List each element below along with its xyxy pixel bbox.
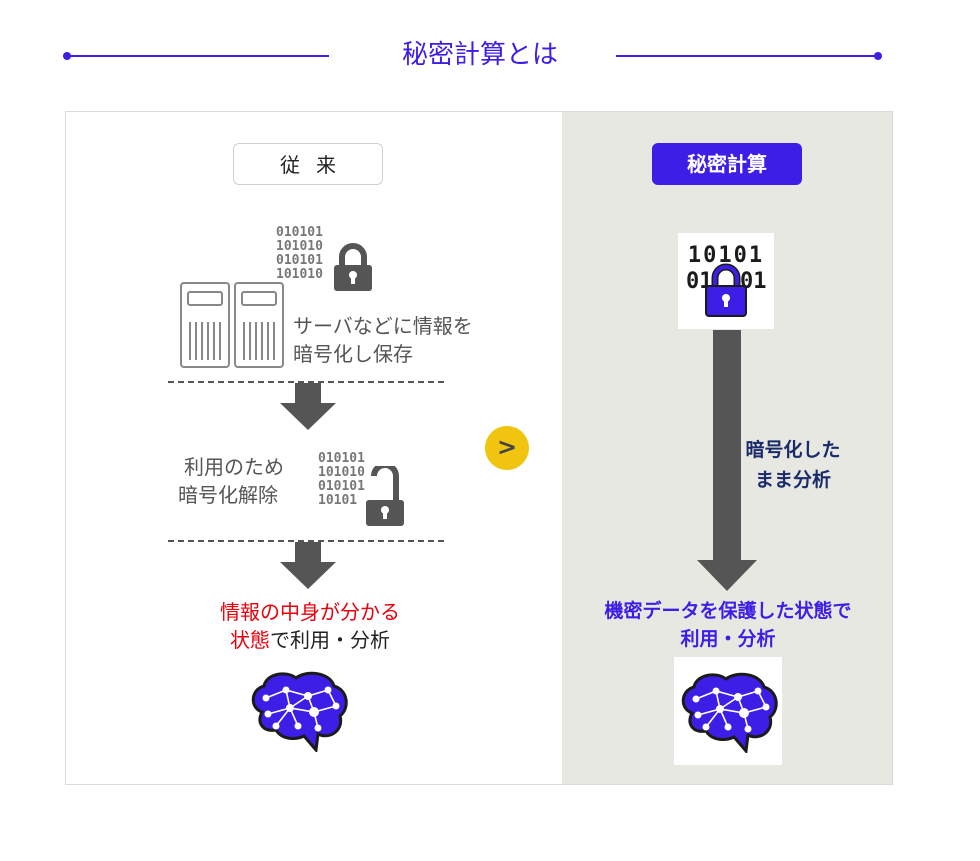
- chevron-right-icon[interactable]: >: [485, 426, 529, 470]
- binary-text-top: 010101 101010 010101 101010: [276, 225, 323, 282]
- title-left-line: [67, 55, 329, 57]
- title-right-line: [616, 55, 878, 57]
- legacy-result-state: 状態: [230, 628, 270, 652]
- lock-icon: [330, 242, 376, 292]
- secure-analysis-line1: 暗号化した: [745, 439, 841, 461]
- secure-result-label: 機密データを保護した状態で 利用・分析: [588, 597, 868, 653]
- down-arrow-icon: [278, 542, 338, 590]
- legacy-result-usage: で利用・分析: [270, 628, 390, 652]
- encrypted-data-icon: 10101 01 01: [678, 233, 774, 329]
- legacy-result-line2: 状態で利用・分析: [180, 624, 440, 653]
- step2-text-line2: 暗号化解除: [178, 483, 278, 507]
- brain-network-icon-box: [674, 657, 782, 765]
- step1-text-line2: 暗号化し保存: [293, 342, 413, 366]
- title-right-dot: [874, 52, 882, 60]
- step1-text-line1: サーバなどに情報を: [293, 314, 473, 338]
- secure-analysis-label: 暗号化した まま分析: [738, 435, 848, 495]
- divider-2: [168, 540, 444, 542]
- legacy-result-line1: 情報の中身が分かる: [220, 600, 400, 624]
- page-title: 秘密計算とは: [401, 40, 558, 70]
- down-arrow-icon: [278, 383, 338, 431]
- secure-analysis-line2: まま分析: [754, 469, 831, 491]
- legacy-label: 従来: [233, 143, 383, 185]
- binary-text-mid: 010101 101010 010101 10101: [318, 451, 365, 508]
- server-icon: [180, 282, 284, 368]
- unlocked-icon: [362, 466, 408, 528]
- secure-computation-label: 秘密計算: [652, 143, 802, 185]
- long-down-arrow-icon: [696, 330, 758, 592]
- step2-text-line1: 利用のため: [184, 455, 284, 479]
- brain-network-icon: [246, 668, 352, 752]
- secure-result-line2: 利用・分析: [680, 628, 776, 650]
- lock-icon: [704, 263, 748, 321]
- brain-network-icon: [676, 669, 782, 753]
- divider-1: [168, 381, 444, 383]
- secure-result-line1: 機密データを保護した状態で: [604, 600, 852, 622]
